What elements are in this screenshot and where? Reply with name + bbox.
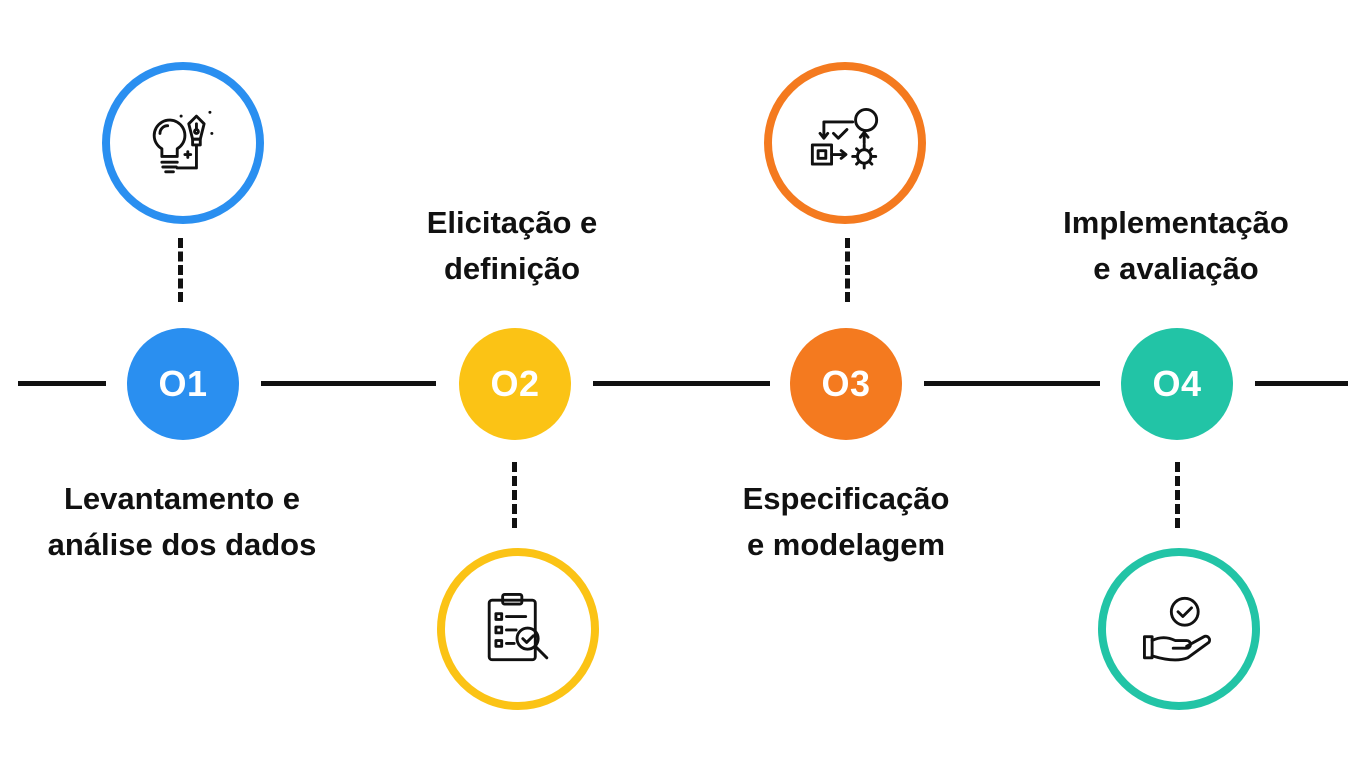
connector-dashed <box>1175 462 1180 528</box>
hand-check-icon <box>1143 596 1211 662</box>
timeline-segment <box>1255 381 1348 386</box>
timeline-segment <box>18 381 106 386</box>
step-4-number: O4 <box>1152 363 1202 404</box>
connector-dashed <box>178 238 183 302</box>
step-1-label-line1: Levantamento e <box>63 481 300 516</box>
timeline-segment <box>924 381 1100 386</box>
step-4-label: Implementação e avaliação <box>1016 200 1336 292</box>
timeline-segment <box>261 381 436 386</box>
connector-dashed <box>845 238 850 302</box>
step-1-label: Levantamento e análise dos dados <box>22 476 342 568</box>
step-2-label-line1: Elicitação e <box>426 205 598 240</box>
step-4-icon-ring <box>1098 548 1260 710</box>
step-3-label-line2: e modelagem <box>746 527 946 562</box>
step-3-label-line1: Especificação <box>742 481 950 516</box>
step-1-label-line2: análise dos dados <box>47 527 317 562</box>
clipboard-checklist-icon <box>487 593 549 662</box>
connector-dashed <box>512 462 517 528</box>
step-1-badge: O1 <box>127 328 239 440</box>
process-flow-icon <box>810 107 879 170</box>
step-2-number: O2 <box>490 363 540 404</box>
step-4-label-line1: Implementação <box>1063 205 1289 240</box>
step-1-icon-ring <box>102 62 264 224</box>
step-3-badge: O3 <box>790 328 902 440</box>
step-4-badge: O4 <box>1121 328 1233 440</box>
lightbulb-pen-icon <box>152 110 214 174</box>
step-2-badge: O2 <box>459 328 571 440</box>
step-1-number: O1 <box>158 363 208 404</box>
step-3-label: Especificação e modelagem <box>686 476 1006 568</box>
step-3-number: O3 <box>821 363 871 404</box>
step-2-icon-ring <box>437 548 599 710</box>
step-4-label-line2: e avaliação <box>1093 251 1259 286</box>
timeline-segment <box>593 381 770 386</box>
step-3-icon-ring <box>764 62 926 224</box>
step-2-label: Elicitação e definição <box>352 200 672 292</box>
step-2-label-line2: definição <box>443 251 581 286</box>
